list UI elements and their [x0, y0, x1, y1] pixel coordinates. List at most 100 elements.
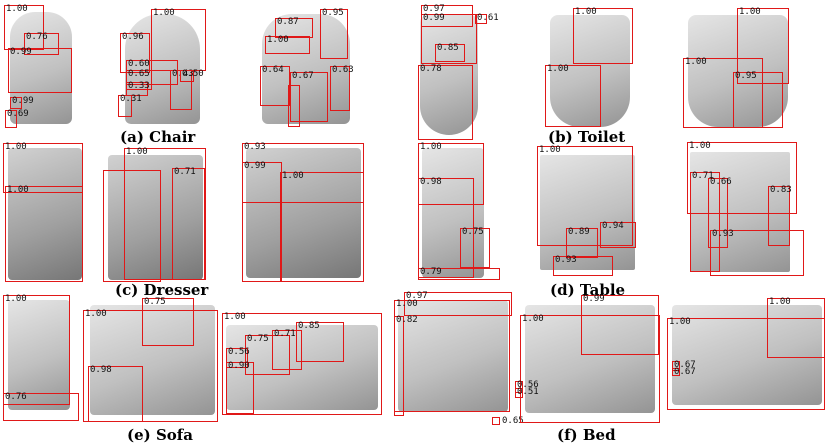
detection-box: 0.56 — [515, 381, 539, 393]
sofa-shape-2 — [90, 305, 215, 415]
confidence-score: 1.00 — [282, 171, 304, 181]
detection-box: 1.00 — [667, 318, 825, 410]
detection-box: 1.00 — [573, 8, 633, 64]
detection-box: 0.64 — [260, 66, 290, 106]
caption-toilet: (b) Toilet — [548, 128, 626, 146]
detection-box: 1.00 — [5, 186, 83, 282]
detection-box: 0.85 — [296, 322, 344, 362]
confidence-score: 0.98 — [90, 365, 112, 375]
detection-box: 0.65 — [492, 417, 524, 426]
confidence-score: 1.00 — [126, 147, 148, 157]
confidence-score: 0.89 — [568, 227, 590, 237]
confidence-score: 0.82 — [396, 315, 418, 325]
detection-box: 0.78 — [418, 65, 473, 140]
detection-box: 0.93 — [710, 230, 804, 276]
bed-shape-3 — [672, 305, 822, 405]
confidence-score: 0.87 — [277, 17, 299, 27]
detection-box: 1.00 — [124, 148, 206, 280]
confidence-score: 0.64 — [262, 65, 284, 75]
detection-box: 0.93 — [553, 256, 613, 276]
detection-box: 0.75 — [142, 298, 194, 346]
caption-chair: (a) Chair — [120, 128, 196, 146]
confidence-score: 1.00 — [522, 314, 544, 324]
confidence-score: 0.99 — [12, 96, 34, 106]
confidence-score: 1.00 — [669, 317, 691, 327]
confidence-score: 0.98 — [420, 177, 442, 187]
confidence-score: 0.97 — [406, 291, 428, 301]
detection-box: 1.00 — [222, 313, 382, 415]
detection-box: 0.99 — [421, 14, 477, 64]
confidence-score: 1.00 — [85, 309, 107, 319]
confidence-score: 1.00 — [153, 8, 175, 18]
detection-box: 1.00 — [537, 146, 633, 246]
detection-box: 0.99 — [10, 97, 34, 109]
detection-box: 1.00 — [418, 143, 484, 205]
confidence-score: 1.00 — [6, 4, 28, 14]
confidence-score: 1.00 — [420, 142, 442, 152]
detection-box: 0.67 — [290, 72, 328, 122]
confidence-score: 0.43 — [172, 69, 194, 79]
detection-box: 0.51 — [515, 388, 539, 398]
dresser-shape-2 — [108, 155, 203, 280]
confidence-score: 0.75 — [462, 227, 484, 237]
detection-box: 0.69 — [5, 110, 29, 128]
bed-shape-1 — [398, 300, 508, 412]
detection-box: 0.71 — [172, 168, 205, 280]
detection-box: 0.95 — [733, 72, 783, 128]
detection-box: 1.00 — [767, 298, 825, 358]
detection-box: 1.00 — [737, 8, 789, 84]
confidence-score: 0.56 — [228, 347, 250, 357]
confidence-score: 0.99 — [244, 161, 266, 171]
confidence-score: 0.66 — [710, 177, 732, 187]
detection-box: 1.00 — [280, 172, 364, 282]
detection-box: 0.67 — [672, 368, 696, 377]
detection-box: 0.31 — [118, 95, 142, 117]
confidence-score: 0.99 — [583, 294, 605, 304]
confidence-score: 0.99 — [10, 47, 32, 57]
confidence-score: 0.76 — [5, 392, 27, 402]
confidence-score: 0.83 — [770, 185, 792, 195]
sofa-shape-1 — [8, 300, 70, 410]
detection-box: 0.75 — [245, 335, 290, 375]
caption-sofa: (e) Sofa — [127, 426, 193, 444]
confidence-score: 0.63 — [332, 65, 354, 75]
confidence-score: 0.93 — [712, 229, 734, 239]
detection-box: 1.00 — [545, 65, 601, 127]
confidence-score: 0.61 — [477, 13, 499, 23]
detection-box: 1.00 — [3, 143, 83, 193]
confidence-score: 0.85 — [298, 321, 320, 331]
detection-box: 1.00 — [265, 36, 310, 54]
toilet-shape-1 — [420, 15, 478, 135]
detection-box: 0.82 — [394, 316, 418, 416]
detection-box: 0.99 — [242, 162, 282, 282]
detection-box: 1.00 — [687, 142, 797, 214]
detection-box: 0.56 — [226, 347, 250, 368]
detection-box: 0.94 — [600, 222, 636, 248]
confidence-score: 0.33 — [128, 81, 150, 91]
confidence-score: 0.95 — [735, 71, 757, 81]
confidence-score: 1.00 — [689, 141, 711, 151]
detection-box: 0.87 — [275, 18, 313, 38]
confidence-score: 0.75 — [247, 334, 269, 344]
detection-box: 0.67 — [672, 361, 696, 371]
detection-box: 0.33 — [126, 81, 150, 96]
detection-box: 0.83 — [768, 185, 792, 246]
confidence-score: 0.67 — [292, 71, 314, 81]
confidence-score: 0.51 — [517, 387, 539, 397]
detection-box: 0.99 — [8, 48, 72, 93]
confidence-score: 0.65 — [128, 69, 150, 79]
detection-box: 0.65 — [126, 70, 152, 90]
confidence-score: 0.60 — [128, 59, 150, 69]
confidence-score: 0.75 — [144, 297, 166, 307]
confidence-score: 1.00 — [685, 57, 707, 67]
detection-box — [288, 85, 300, 127]
caption-dresser: (c) Dresser — [115, 281, 209, 299]
detection-box: 0.98 — [88, 366, 143, 422]
detection-box: 0.79 — [418, 268, 500, 280]
confidence-score: 0.93 — [555, 255, 577, 265]
confidence-score: 1.00 — [5, 142, 27, 152]
detection-box: 0.63 — [330, 66, 354, 111]
confidence-score: 0.99 — [423, 13, 445, 23]
confidence-score: 0.93 — [244, 142, 266, 152]
detection-box: 0.85 — [435, 44, 465, 62]
